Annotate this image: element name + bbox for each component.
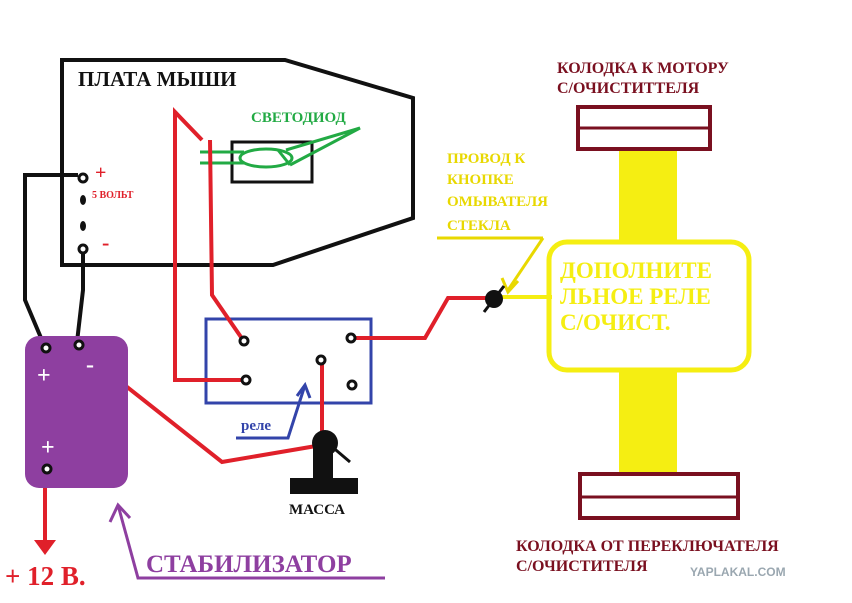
- stabilizer-label: СТАБИЛИЗАТОР: [146, 551, 352, 578]
- black-wire-plus: [23, 173, 78, 346]
- mouse-board-label: ПЛАТА МЫШИ: [78, 67, 237, 91]
- relay-contact-3: [315, 354, 327, 366]
- stab-contact-supply: [41, 463, 53, 475]
- relay-pointer-arrow-head: [295, 381, 312, 399]
- red-wire-minus-to-ground: [82, 351, 323, 465]
- red-wire-led-to-relay: [208, 139, 245, 342]
- switch-connector-block: [578, 472, 740, 520]
- board-plus-sign: +: [95, 162, 106, 184]
- relay-contact-1: [238, 335, 250, 347]
- ground-symbol: [290, 430, 358, 494]
- additional-relay-box: [546, 239, 752, 373]
- board-contact-minus: [77, 243, 89, 255]
- motor-connector-block: [576, 105, 712, 151]
- washer-label-1: ПРОВОД К: [447, 151, 525, 167]
- board-dot-2: [80, 221, 86, 231]
- stab-plus-bottom: +: [41, 435, 55, 461]
- volts-label: 5 ВОЛЬТ: [92, 190, 134, 201]
- red-wire-relay-to-washer: [352, 296, 488, 340]
- washer-connector: [482, 285, 506, 313]
- relay-pointer-arrow: [236, 384, 307, 440]
- motor-block-label-1: КОЛОДКА К МОТОРУ: [557, 60, 729, 77]
- stabilizer-pointer-line: [116, 504, 385, 580]
- switch-block-label-2: С/ОЧИСТИТЕЛЯ: [516, 558, 648, 575]
- board-dot-1: [80, 195, 86, 205]
- stabilizer-pointer-head: [108, 502, 132, 523]
- stab-minus: -: [86, 352, 94, 378]
- washer-label-2: КНОПКЕ: [447, 172, 514, 188]
- red-wire-led-loop: [173, 107, 246, 382]
- relay-box: [204, 317, 373, 405]
- supply-arrow-head: [34, 540, 56, 555]
- extra-relay-label-3: С/ОЧИСТ.: [560, 310, 671, 335]
- stabilizer-box: [25, 336, 128, 488]
- extra-relay-label-2: ЛЬНОЕ РЕЛЕ: [560, 284, 711, 309]
- board-minus-sign: -: [102, 230, 109, 255]
- led-label: СВЕТОДИОД: [251, 110, 346, 126]
- switch-block-label-1: КОЛОДКА ОТ ПЕРЕКЛЮЧАТЕЛЯ: [516, 538, 779, 555]
- black-wire-minus: [75, 248, 85, 343]
- board-contact-plus: [77, 172, 89, 184]
- motor-block-label-2: С/ОЧИСТИТТЕЛЯ: [557, 80, 700, 97]
- stab-contact-minus: [73, 339, 85, 351]
- washer-wire-pointer-head: [500, 277, 520, 295]
- extra-relay-label-1: ДОПОЛНИТЕ: [560, 258, 712, 283]
- watermark: YAPLAKAL.COM: [690, 565, 786, 579]
- relay-contact-5: [346, 379, 358, 391]
- led-component: [200, 126, 361, 184]
- stab-contact-plus: [40, 342, 52, 354]
- relay-label: реле: [241, 418, 271, 434]
- washer-label-4: СТЕКЛА: [447, 218, 511, 234]
- supply-label: + 12 В.: [5, 561, 86, 591]
- washer-label-3: ОМЫВАТЕЛЯ: [447, 194, 548, 210]
- washer-wire-pointer: [506, 237, 545, 291]
- relay-contact-2: [345, 332, 357, 344]
- stab-plus-top: +: [37, 363, 51, 389]
- relay-contact-4: [240, 374, 252, 386]
- ground-label: МАССА: [289, 502, 345, 518]
